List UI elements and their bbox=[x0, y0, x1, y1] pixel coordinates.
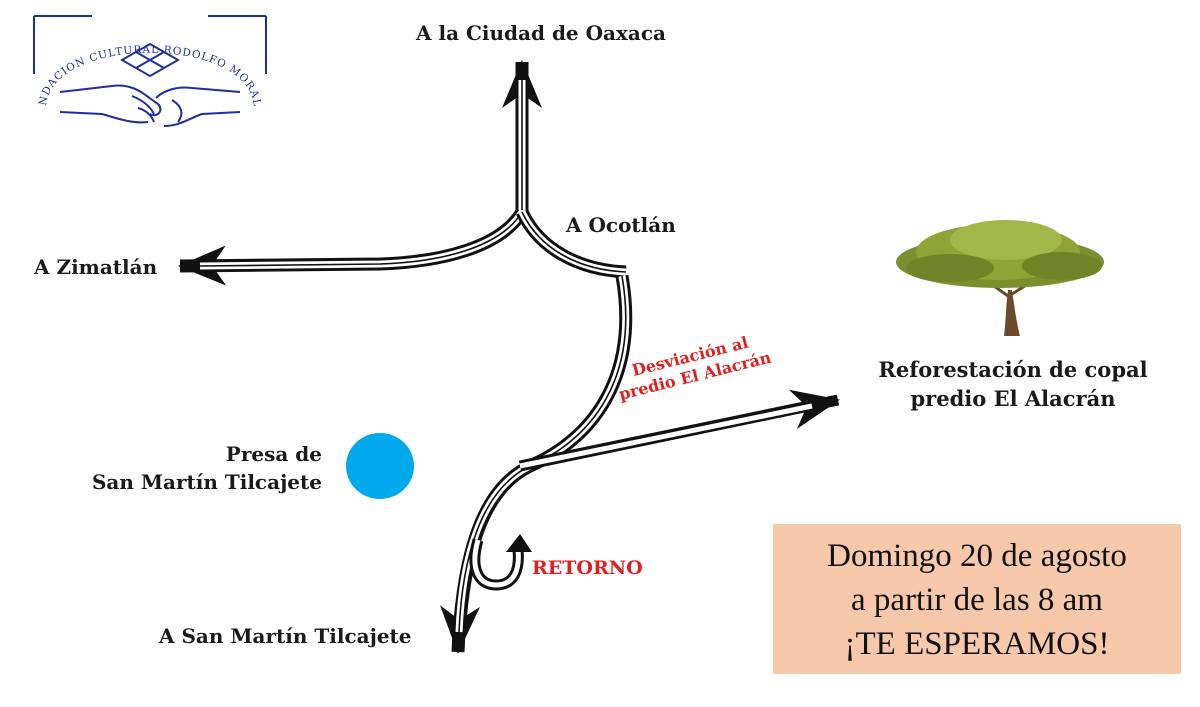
label-zimatlan: A Zimatlán bbox=[34, 255, 158, 279]
event-info-box: Domingo 20 de agosto a partir de las 8 a… bbox=[773, 524, 1181, 674]
road-detour bbox=[518, 389, 840, 472]
reforestation-line1: Reforestación de copal bbox=[878, 357, 1148, 382]
retorno-label: RETORNO bbox=[532, 557, 643, 579]
event-invite: ¡TE ESPERAMOS! bbox=[844, 626, 1110, 662]
reforestation-label: Reforestación de copal predio El Alacrán bbox=[850, 355, 1176, 413]
retorno-uturn bbox=[469, 534, 532, 591]
reforestation-line2: predio El Alacrán bbox=[910, 386, 1116, 411]
label-san-martin: A San Martín Tilcajete bbox=[159, 624, 412, 648]
foundation-logo: FUNDACION CULTURAL RODOLFO MORALES bbox=[27, 5, 268, 132]
event-date: Domingo 20 de agosto bbox=[827, 538, 1127, 574]
dam-label-line2: San Martín Tilcajete bbox=[91, 470, 322, 494]
dam-marker bbox=[346, 433, 414, 499]
event-time: a partir de las 8 am bbox=[851, 582, 1103, 618]
dam-label-line1: Presa de bbox=[225, 442, 322, 466]
road-west bbox=[178, 208, 528, 286]
dam-label: Presa de San Martín Tilcajete bbox=[74, 440, 322, 496]
logo-graphic: FUNDACION CULTURAL RODOLFO MORALES bbox=[27, 5, 267, 127]
label-ocotlan: A Ocotlán bbox=[566, 213, 676, 237]
label-oaxaca: A la Ciudad de Oaxaca bbox=[416, 21, 667, 45]
handshake-icon bbox=[59, 84, 241, 127]
tree-icon bbox=[896, 220, 1104, 336]
road-ocotlan bbox=[516, 209, 627, 279]
